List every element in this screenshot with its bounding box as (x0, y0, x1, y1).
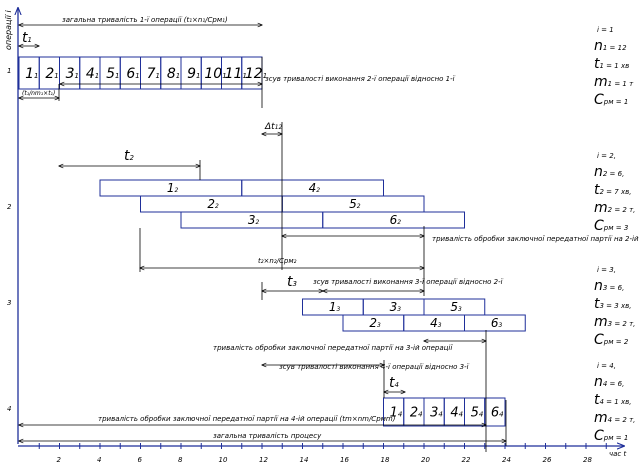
t2-label: t2 (124, 148, 135, 164)
block-label: 62 (390, 213, 402, 227)
block-label: 32 (248, 213, 260, 227)
param-row: t3 = 3 хв, (594, 296, 631, 312)
param-row: m2 = 2 т, (594, 200, 635, 216)
param-row: Cрм = 3 (594, 218, 628, 234)
block-label: 61 (126, 66, 139, 82)
param-i: i = 1 (597, 26, 614, 34)
level-label: 4 (7, 405, 11, 413)
param-row: n1 = 12 (594, 38, 627, 54)
operation-block (322, 211, 465, 229)
total-process-label: загальна тривалість процесу (213, 432, 322, 440)
t2-formula-label: t₂×n₂/Cрм₂ (258, 257, 297, 265)
block-label: 41 (86, 66, 99, 82)
x-tick-label: 16 (340, 456, 349, 464)
param-row: m3 = 2 т, (594, 314, 635, 330)
block-label: 12 (167, 181, 179, 195)
x-tick-label: 2 (57, 456, 62, 464)
params-op1: i = 1 n1 = 12 t1 = 1 хв m1 = 1 т Cрм = 1 (594, 26, 634, 108)
param-row: t4 = 1 хв, (594, 392, 631, 408)
block-label: 121 (245, 66, 267, 82)
block-label: 14 (390, 406, 403, 421)
block-label: 101 (204, 66, 226, 82)
x-tick-label: 10 (219, 456, 228, 464)
block-label: 51 (106, 66, 119, 82)
x-tick-label: 22 (462, 456, 471, 464)
x-tick-label: 26 (543, 456, 552, 464)
param-i: i = 4, (597, 362, 616, 370)
x-tick-label: 14 (300, 456, 309, 464)
param-row: Cрм = 1 (594, 428, 628, 444)
x-tick-label: 28 (583, 456, 592, 464)
block-label: 34 (430, 406, 443, 421)
block-label: 64 (491, 406, 504, 421)
annotations (19, 25, 506, 452)
level-label: 3 (7, 299, 11, 307)
param-row: Cрм = 2 (594, 332, 629, 348)
param-i: i = 3, (597, 266, 616, 274)
params-op4: i = 4, n4 = 6, t4 = 1 хв, m4 = 2 т, Cрм = 1 (594, 362, 635, 444)
param-row: n3 = 6, (594, 278, 624, 294)
block-label: 33 (390, 300, 402, 314)
x-tick-label: 24 (502, 456, 511, 464)
block-label: 22 (207, 197, 219, 211)
x-tick-label: 6 (138, 456, 143, 464)
y-axis-label: операції і (4, 10, 13, 50)
operation-levels: 1 2 3 4 (7, 67, 12, 413)
param-i: i = 2, (597, 152, 616, 160)
shift-2-1-label: зсув тривалості виконання 2-ї операції в… (265, 75, 456, 83)
x-axis-label: час t (609, 450, 626, 458)
block-label: 52 (349, 197, 361, 211)
t3-label: t3 (287, 274, 297, 290)
last-batch-op3-label: тривалість обробки заключної передатної … (213, 344, 453, 352)
param-row: t1 = 1 хв (594, 56, 629, 72)
param-row: t2 = 7 хв, (594, 182, 631, 198)
t1-label: t1 (22, 30, 32, 46)
params-op3: i = 3, n3 = 6, t3 = 3 хв, m3 = 2 т, Cрм = 2 (594, 266, 635, 348)
block-label: 21 (45, 66, 58, 82)
tpm1-label: (t₁/nm₁×t₁) (22, 90, 55, 97)
param-row: n4 = 6, (594, 374, 624, 390)
block-label: 63 (491, 316, 503, 330)
param-row: n2 = 6, (594, 164, 624, 180)
total-op1-label: загальна тривалість 1-ї операції (t₁×n₁/… (62, 16, 228, 24)
block-label: 54 (471, 406, 484, 421)
block-label: 44 (450, 406, 463, 421)
last-batch-op4-label: тривалість обробки заключної передатної … (98, 415, 396, 423)
operation-block (484, 397, 506, 427)
block-label: 111 (225, 66, 247, 82)
block-label: 23 (369, 316, 381, 330)
block-label: 43 (430, 316, 442, 330)
block-label: 71 (147, 66, 160, 82)
block-label: 31 (66, 66, 79, 82)
block-label: 91 (187, 66, 200, 82)
param-row: m4 = 2 т, (594, 410, 635, 426)
level-label: 2 (7, 203, 12, 211)
shift-4-3-label: зсув тривалості виконання 4-ї операції в… (279, 363, 470, 371)
block-label: 42 (309, 181, 321, 195)
block-label: 11 (25, 66, 38, 82)
x-tick-label: 4 (97, 456, 101, 464)
x-tick-label: 18 (381, 456, 390, 464)
shift-3-2-label: зсув тривалості виконання 3-ї операції в… (313, 278, 504, 286)
last-batch-op2-label: тривалість обробки заключної передатної … (432, 235, 639, 243)
operation-block (464, 314, 526, 332)
block-label: 81 (167, 66, 180, 82)
t4-label: t4 (389, 375, 399, 391)
param-row: m1 = 1 т (594, 74, 634, 90)
delta-t12-label: Δt12 (264, 122, 283, 132)
block-label: 53 (450, 300, 462, 314)
x-tick-label: 20 (421, 456, 430, 464)
param-row: Cрм = 1 (594, 92, 628, 108)
x-tick-label: 12 (259, 456, 268, 464)
block-label: 13 (329, 300, 341, 314)
x-tick-label: 8 (178, 456, 183, 464)
block-label: 24 (410, 406, 423, 421)
params-op2: i = 2, n2 = 6, t2 = 7 хв, m2 = 2 т, Cрм = 3 (594, 152, 635, 234)
level-label: 1 (7, 67, 11, 75)
